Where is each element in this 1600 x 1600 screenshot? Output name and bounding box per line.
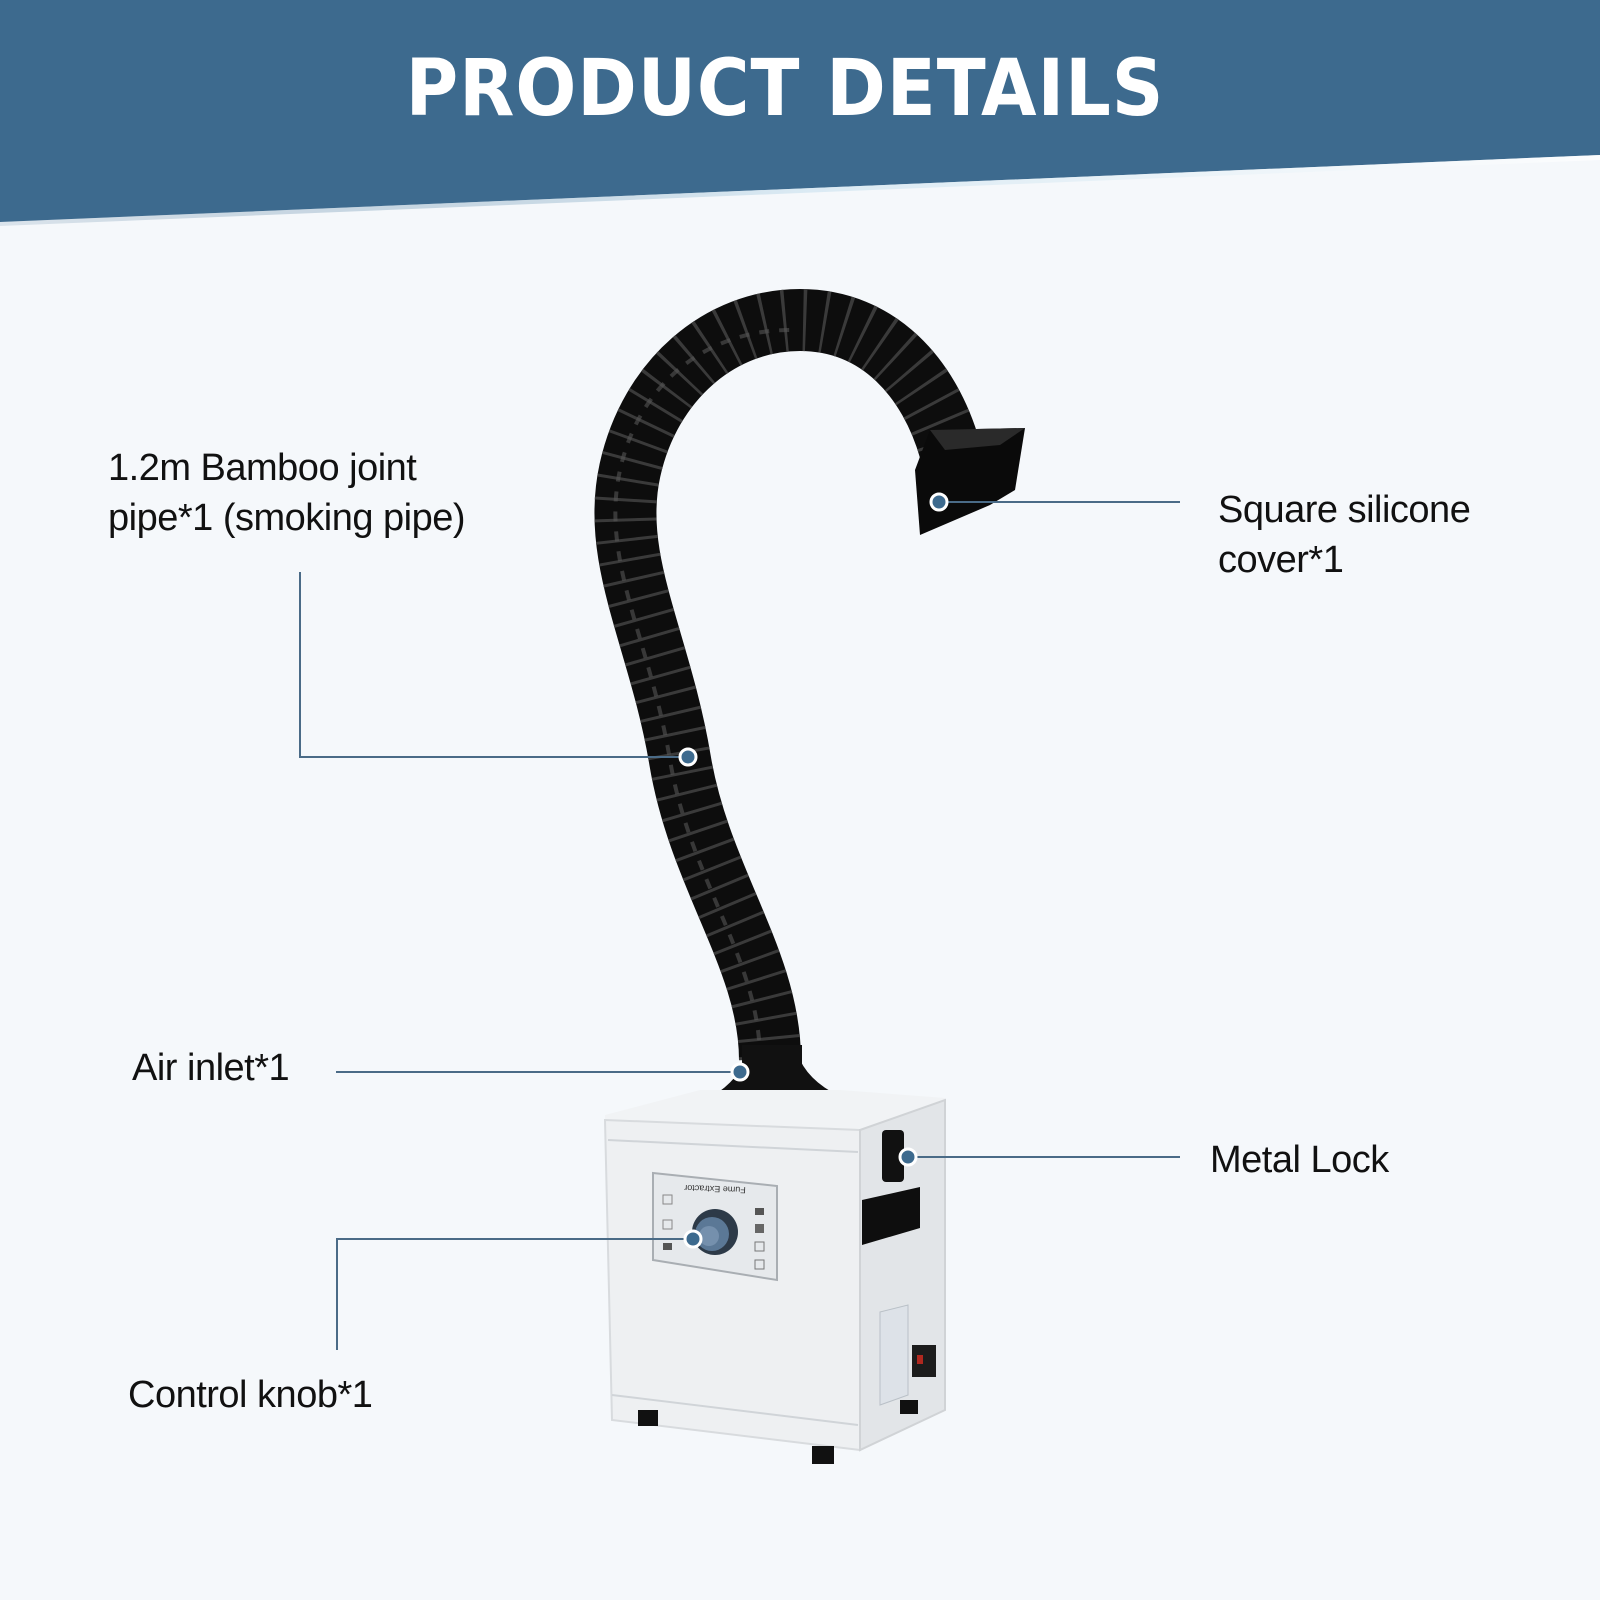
control-knob [692,1209,738,1255]
page-title: PRODUCT DETAILS [405,44,1165,134]
foot [638,1410,658,1426]
panel-label: Fume Extractor [684,1183,746,1195]
inlet-callout-label: Air inlet*1 [132,1047,290,1089]
pipe-callout-label: 1.2m Bamboo joint pipe*1 (smoking pipe) [108,447,466,539]
foot [812,1446,834,1464]
cover-callout-label: Square silicone cover*1 [1218,489,1471,581]
bamboo-joint-pipe [594,288,980,1061]
lock-callout-label: Metal Lock [1210,1139,1389,1181]
square-silicone-cover [915,428,1025,535]
side-handle [862,1187,920,1245]
foot [900,1400,918,1414]
knob-callout-label: Control knob*1 [128,1374,373,1416]
spec-sticker [879,1304,936,1406]
banner-shape [0,0,1600,226]
header-banner: PRODUCT DETAILS [0,0,1600,230]
metal-lock [882,1130,904,1182]
